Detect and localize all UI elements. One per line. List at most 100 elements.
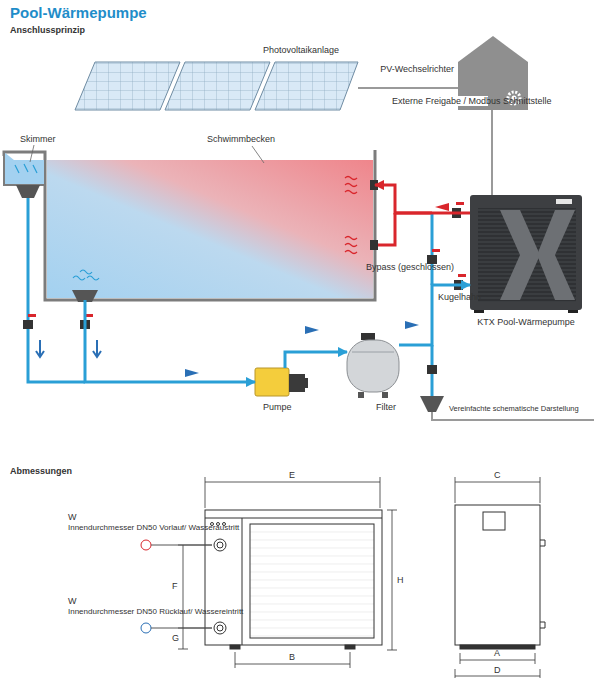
heat-pump-part xyxy=(478,208,576,302)
front-view-part xyxy=(217,625,223,631)
dimension-line-part xyxy=(178,628,188,649)
front-view-part xyxy=(223,523,226,526)
flow-arrow-part xyxy=(93,340,101,357)
filter-tank-part xyxy=(382,392,388,398)
pool-basin xyxy=(4,150,378,302)
node-label: Photovoltaikanlage xyxy=(263,45,339,55)
filter-tank-part xyxy=(361,333,375,340)
front-view-part xyxy=(214,622,226,634)
pipe-connector xyxy=(285,352,347,368)
flow-arrow-part xyxy=(435,203,449,211)
valve-part xyxy=(458,274,466,277)
filter-tank-part xyxy=(347,340,399,392)
part-label: F xyxy=(172,581,178,591)
pool-basin-part xyxy=(345,177,357,194)
valve-part xyxy=(420,396,444,412)
front-view-part xyxy=(242,518,243,645)
flow-arrow-part xyxy=(305,326,319,334)
flow-arrow-part xyxy=(405,321,419,329)
heat-pump-part xyxy=(537,210,575,300)
part-label: C xyxy=(494,470,501,480)
valve-part xyxy=(432,249,440,252)
valve-part xyxy=(23,320,33,329)
valve-part xyxy=(427,365,437,374)
side-view-part xyxy=(483,512,505,530)
pool-basin-part xyxy=(73,270,99,280)
front-view-part xyxy=(230,645,240,649)
node-label: Schwimmbecken xyxy=(207,134,275,144)
part-label: W xyxy=(68,596,77,606)
connection-leader-part xyxy=(141,540,151,550)
inverter-house-part xyxy=(512,96,517,101)
pv-panel-part xyxy=(75,62,180,110)
front-view-part xyxy=(217,523,220,526)
filter-tank-part xyxy=(358,392,364,398)
side-view-part xyxy=(455,505,540,645)
front-view-part xyxy=(217,542,223,548)
front-view-part xyxy=(211,523,214,526)
pool-basin-part xyxy=(15,164,37,173)
pipe-connector xyxy=(85,300,255,382)
dimension-line-part xyxy=(205,477,380,508)
pool-basin-part xyxy=(4,150,375,300)
front-view-part xyxy=(214,539,226,551)
part-label: D xyxy=(494,665,501,675)
heat-pump-part xyxy=(500,210,540,300)
connection-leader-part xyxy=(151,545,212,546)
leader-line-part xyxy=(30,145,34,162)
pipe-part xyxy=(432,412,594,420)
part-label: Anschlussprinzip xyxy=(10,25,85,35)
pool-basin-part xyxy=(47,160,373,298)
pv-panel xyxy=(75,62,358,110)
part-label: Kugelhahn xyxy=(438,292,481,302)
part-label: B xyxy=(289,652,295,662)
part-label: A xyxy=(494,648,500,658)
valve-part xyxy=(427,255,437,264)
valve-part xyxy=(456,202,464,205)
filter: Filter xyxy=(343,333,403,397)
dimension-line-part xyxy=(235,652,350,668)
title: Pool-Wärmepumpe xyxy=(10,4,147,21)
connection-leader-part xyxy=(151,628,212,629)
pool-basin-part xyxy=(4,152,45,185)
node-label: Filter xyxy=(376,402,396,412)
heat-pump: KTX Pool-Wärmepumpe xyxy=(470,195,582,310)
heat-pump-part xyxy=(474,310,484,313)
dimension-line-part xyxy=(387,510,397,650)
pump xyxy=(255,368,308,396)
filter-tank xyxy=(347,333,399,398)
pump-part xyxy=(289,374,305,392)
part-label: Innendurchmesser DN50 Vorlauf/ Wasseraus… xyxy=(68,523,140,533)
pipe-connector xyxy=(358,87,458,89)
node-label: Pumpe xyxy=(263,402,292,412)
node-label: KTX Pool-Wärmepumpe xyxy=(460,317,592,327)
heat-pump-part xyxy=(470,195,582,310)
part-label: H xyxy=(397,575,404,585)
dimension-line xyxy=(178,477,540,678)
flow-arrow-part xyxy=(36,340,44,357)
heat-pump-part xyxy=(568,310,578,313)
front-view-part xyxy=(250,524,374,638)
pool-basin-part xyxy=(16,185,40,198)
side-view-part xyxy=(540,540,545,628)
part-label: G xyxy=(172,633,179,643)
pump: Pumpe xyxy=(255,368,305,396)
pool-basin-part xyxy=(370,240,378,250)
heat-pump-part xyxy=(556,199,572,204)
pool-basin-part xyxy=(345,237,357,254)
node-label: PV-Wechselrichter xyxy=(380,64,454,74)
pv-panel-part xyxy=(165,62,270,110)
inverter-house-part xyxy=(508,92,520,104)
edge-label: Externe Freigabe / Modbus Schnittstelle xyxy=(392,96,488,106)
pipe-connector xyxy=(491,110,493,195)
pipe-part xyxy=(378,213,395,245)
pool-basin-part xyxy=(6,160,44,184)
front-view xyxy=(205,510,382,649)
connection-leader-part xyxy=(141,623,151,633)
front-view-part xyxy=(205,510,382,645)
connection-leader xyxy=(141,540,212,633)
leader-line-part xyxy=(252,146,264,163)
dimension-line-part xyxy=(178,545,212,628)
